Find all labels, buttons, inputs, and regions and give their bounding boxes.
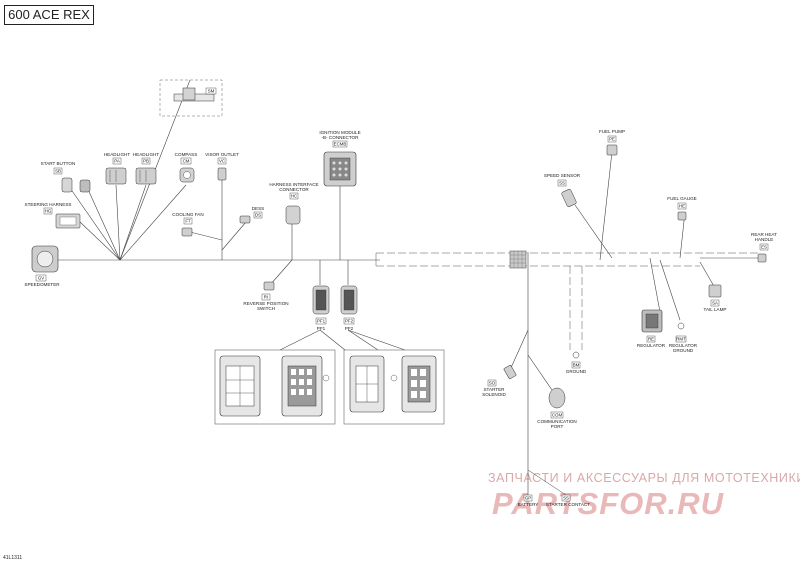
top-module-code: SM [208,89,215,94]
pf1-detail-box [214,349,336,425]
starter-contact-code: SS [563,496,569,501]
headlight-1-code: PA [114,159,120,164]
headlight-1-label: HEADLIGHT [104,152,130,157]
compass-label: COMPASS [175,152,198,157]
ground: BM GROUND [566,351,587,374]
watermark-line1: ЗАПЧАСТИ И АКСЕССУАРЫ ДЛЯ МОТОТЕХНИКИ [488,471,800,485]
harness-interface-code: HC [291,194,297,199]
speedometer-code: GV [38,276,44,281]
speed-sensor-label: SPEED SENSOR [544,173,581,178]
visor-outlet-label: VISOR OUTLET [205,152,239,157]
headlight-1: HEADLIGHT PA [104,152,130,185]
ignition-module: IGNITION MODULE-B- CONNECTOR ECMB [319,130,361,187]
rear-heat-handle-code: ES [761,245,767,250]
watermark: ЗАПЧАСТИ И АКСЕССУАРЫ ДЛЯ МОТОТЕХНИКИ PA… [488,471,800,521]
regulator-ground-code: RMT [676,337,686,342]
headlight-2: HEADLIGHT PB [133,152,159,185]
tail-lamp: SA TAIL LAMP [704,284,727,312]
start-button-code: SB [55,169,61,174]
junction-hatch [510,251,526,268]
communication-port-code: COM [552,413,563,418]
speedometer: GV SPEEDOMETER [24,245,60,287]
headlight-2-label: HEADLIGHT [133,152,159,157]
ignition-module-label: IGNITION MODULE-B- CONNECTOR [319,130,360,140]
ground-label: GROUND [566,369,587,374]
dess-code: DS [255,213,261,218]
regulator-code: RE [648,337,654,342]
compass: COMPASS CM [175,152,198,183]
cooling-fan-label: COOLING FAN [172,212,203,217]
speedometer-label: SPEEDOMETER [24,282,60,287]
fuel-pump-label: FUEL PUMP [599,129,625,134]
regulator: RE REGULATOR [637,309,666,348]
fuel-pump: FUEL PUMP PE [599,129,625,156]
starter-contact-label: STARTER CONTACT [546,502,590,507]
document-number: 41L1311 [3,555,23,561]
compass-code: CM [183,159,190,164]
pf2-connector: PF2 PF2 [340,285,358,331]
regulator-label: REGULATOR [637,343,666,348]
steering-harness-label: STEERING HARNESS [25,202,72,207]
cooling-fan: COOLING FAN FT [172,212,204,237]
starter-contact-wire [527,469,567,496]
harness-bundle [375,252,760,350]
tail-lamp-label: TAIL LAMP [704,307,727,312]
watermark-line2: PARTSFOR.RU [492,486,725,521]
pf2-detail-box [343,349,445,425]
speed-sensor-code: SS [559,181,565,186]
battery: GP BATTERY [518,494,539,507]
fuel-gauge-label: FUEL GAUGE [667,196,696,201]
pf1-label: PF1 [317,326,326,331]
fuel-gauge-code: HE [679,204,685,209]
ground-code: BM [573,363,580,368]
steering-harness: STEERING HARNESS HG [25,202,81,229]
start-button-label: START BUTTON [41,161,76,166]
starter-solenoid-code: SO [489,381,496,386]
wires [58,79,758,498]
speed-sensor: SPEED SENSOR SS [544,173,581,207]
dess-label: DESS [252,206,265,211]
start-button: START BUTTON SB [41,161,91,193]
visor-outlet: VISOR OUTLET VC [205,152,239,181]
pf2-code: PF2 [345,319,354,324]
top-module: SM [159,79,223,117]
diagram-title: 600 ACE REX [4,5,94,25]
pf1-connector: PF1 PF1 [312,285,330,331]
pf2-label: PF2 [345,326,354,331]
visor-outlet-code: VC [219,159,225,164]
headlight-2-code: PB [143,159,149,164]
battery-label: BATTERY [518,502,539,507]
tail-lamp-code: SA [712,301,718,306]
dess: DESS DS [239,206,265,224]
steering-harness-code: HG [45,209,52,214]
ignition-module-code: ECMB [334,142,347,147]
fuel-pump-code: PE [609,137,615,142]
pf1-code: PF1 [317,319,326,324]
battery-code: GP [525,496,531,501]
cooling-fan-code: FT [185,219,191,224]
fuel-gauge: FUEL GAUGE HE [667,196,697,221]
reverse-switch-code: RI [264,295,268,300]
